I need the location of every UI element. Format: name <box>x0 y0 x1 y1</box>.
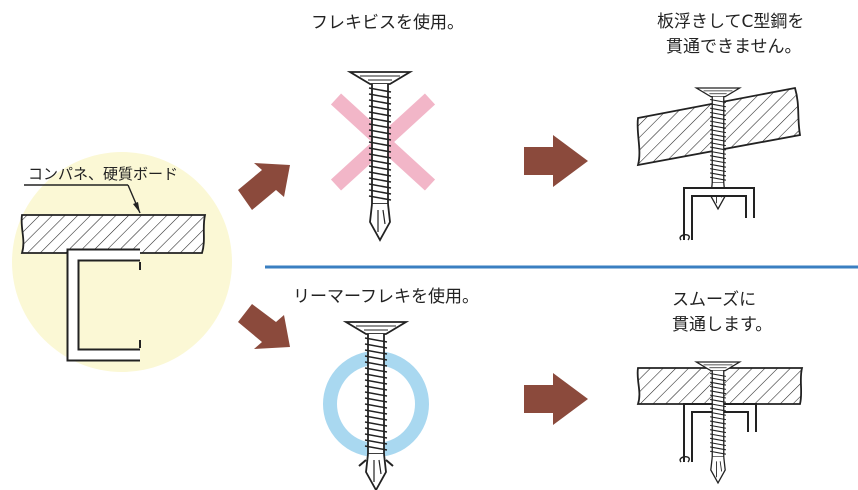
top-case-caption: フレキビスを使用。 <box>311 13 464 33</box>
board-hatched-panel <box>20 214 207 254</box>
result-c-channel-top <box>679 187 755 241</box>
arrow-right-icon <box>238 304 290 349</box>
arrow-right-icon <box>524 135 588 187</box>
arrow-right-icon <box>238 163 290 210</box>
bottom-result-line1: スムーズに <box>672 290 757 310</box>
bottom-case-caption: リーマーフレキを使用。 <box>293 287 479 307</box>
board-label: コンパネ、硬質ボード <box>28 165 179 183</box>
board-label-leader <box>24 184 141 214</box>
arrow-right-icon <box>524 373 588 425</box>
top-result-line1: 板浮きしてC型鋼を <box>657 12 805 32</box>
c-channel-steel <box>66 248 141 362</box>
reamer-screw <box>345 321 407 490</box>
bottom-result-line2: 貫通します。 <box>672 315 773 335</box>
top-result-line2: 貫通できません。 <box>666 37 802 57</box>
